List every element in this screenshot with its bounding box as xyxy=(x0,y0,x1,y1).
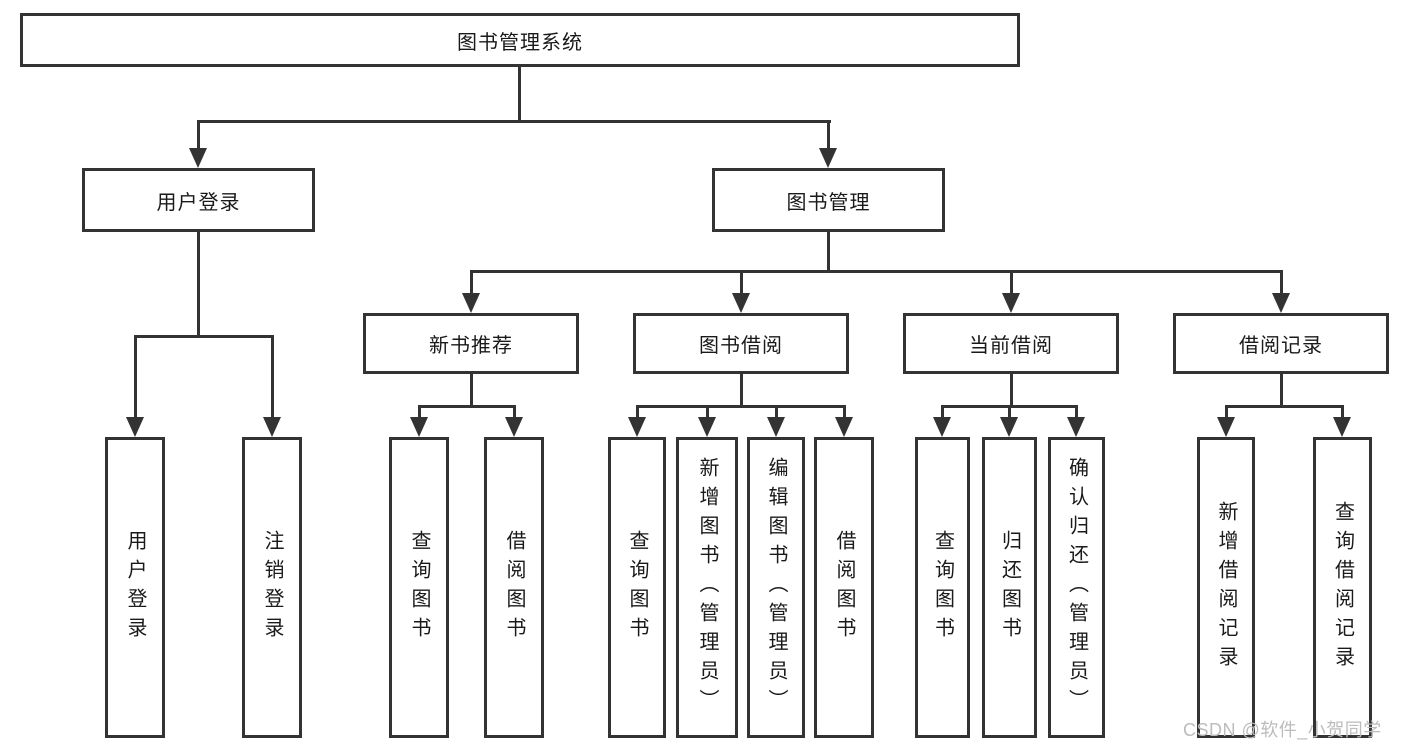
connector-to-leaf-borrow-books-2 xyxy=(843,405,846,417)
connector-root-stem xyxy=(518,67,521,120)
node-current-borrow-label: 当前借阅 xyxy=(969,335,1053,357)
leaf-add-record: 新增借阅记录 xyxy=(1197,437,1255,738)
arrowhead-leaf-query-books-3 xyxy=(933,417,951,437)
connector-to-leaf-return-books xyxy=(1008,405,1011,417)
node-new-book-rec: 新书推荐 xyxy=(363,313,579,374)
connector-to-leaf-logout xyxy=(271,335,274,417)
leaf-edit-books: 编辑图书（管理员） xyxy=(747,437,805,738)
node-book-borrow: 图书借阅 xyxy=(633,313,849,374)
node-root: 图书管理系统 xyxy=(20,13,1020,67)
leaf-query-books-2-label: 查询图书 xyxy=(626,529,648,646)
arrowhead-leaf-borrow-books-1 xyxy=(505,417,523,437)
connector-to-book-borrow xyxy=(740,270,743,293)
node-root-label: 图书管理系统 xyxy=(457,31,583,54)
node-borrow-records: 借阅记录 xyxy=(1173,313,1389,374)
connector-borrow-records-stem xyxy=(1280,374,1283,405)
connector-to-leaf-edit-books xyxy=(775,405,778,417)
leaf-user-login: 用户登录 xyxy=(105,437,165,738)
leaf-borrow-books-1: 借阅图书 xyxy=(484,437,544,738)
leaf-confirm-return: 确认归还（管理员） xyxy=(1048,437,1105,738)
connector-to-new-book-rec xyxy=(470,270,473,293)
arrowhead-user-login xyxy=(189,148,207,168)
leaf-query-record-label: 查询借阅记录 xyxy=(1331,500,1354,675)
connector-to-leaf-query-books-3 xyxy=(941,405,944,417)
arrowhead-leaf-confirm-return xyxy=(1067,417,1085,437)
node-user-login-label: 用户登录 xyxy=(156,191,241,214)
connector-to-user-login xyxy=(197,120,200,150)
node-book-mgmt: 图书管理 xyxy=(712,168,945,232)
arrowhead-leaf-query-record xyxy=(1333,417,1351,437)
arrowhead-leaf-add-books xyxy=(698,417,716,437)
node-new-book-rec-label: 新书推荐 xyxy=(429,335,513,357)
connector-borrow-records-bus xyxy=(1225,405,1343,408)
connector-new-book-rec-bus xyxy=(418,405,516,408)
node-borrow-records-label: 借阅记录 xyxy=(1239,335,1323,357)
leaf-edit-books-label: 编辑图书（管理员） xyxy=(765,457,787,718)
arrowhead-leaf-add-record xyxy=(1217,417,1235,437)
arrowhead-book-mgmt xyxy=(819,148,837,168)
arrowhead-new-book-rec xyxy=(462,293,480,313)
arrowhead-leaf-borrow-books-2 xyxy=(835,417,853,437)
connector-to-leaf-add-record xyxy=(1225,405,1228,417)
connector-to-leaf-confirm-return xyxy=(1075,405,1078,417)
connector-root-bus xyxy=(197,120,831,123)
node-book-borrow-label: 图书借阅 xyxy=(699,335,783,357)
leaf-borrow-books-1-label: 借阅图书 xyxy=(503,529,525,646)
arrowhead-leaf-user-login xyxy=(126,417,144,437)
connector-to-leaf-query-books-2 xyxy=(636,405,639,417)
connector-user-login-bus xyxy=(134,335,274,338)
arrowhead-current-borrow xyxy=(1002,293,1020,313)
connector-current-borrow-stem xyxy=(1010,374,1013,405)
connector-to-leaf-user-login xyxy=(134,335,137,417)
arrowhead-book-borrow xyxy=(732,293,750,313)
leaf-borrow-books-2: 借阅图书 xyxy=(814,437,874,738)
leaf-return-books: 归还图书 xyxy=(982,437,1037,738)
node-user-login: 用户登录 xyxy=(82,168,315,232)
node-book-mgmt-label: 图书管理 xyxy=(786,191,871,214)
connector-book-mgmt-stem xyxy=(827,232,830,270)
csdn-watermark: CSDN @软件_小贺同学 xyxy=(1183,720,1382,740)
connector-book-borrow-bus xyxy=(636,405,845,408)
leaf-borrow-books-2-label: 借阅图书 xyxy=(833,529,855,646)
leaf-query-record: 查询借阅记录 xyxy=(1313,437,1372,738)
leaf-query-books-1: 查询图书 xyxy=(389,437,449,738)
connector-to-book-mgmt xyxy=(827,120,830,150)
arrowhead-borrow-records xyxy=(1272,293,1290,313)
connector-to-borrow-records xyxy=(1280,270,1283,293)
connector-new-book-rec-stem xyxy=(470,374,473,405)
leaf-query-books-3: 查询图书 xyxy=(915,437,970,738)
leaf-add-record-label: 新增借阅记录 xyxy=(1215,500,1237,675)
leaf-confirm-return-label: 确认归还（管理员） xyxy=(1065,457,1088,718)
connector-to-leaf-query-record xyxy=(1341,405,1344,417)
connector-to-leaf-borrow-books-1 xyxy=(513,405,516,417)
leaf-add-books: 新增图书（管理员） xyxy=(676,437,738,738)
arrowhead-leaf-query-books-1 xyxy=(410,417,428,437)
connector-book-borrow-stem xyxy=(740,374,743,405)
leaf-logout-label: 注销登录 xyxy=(261,529,283,646)
connector-to-leaf-add-books xyxy=(706,405,709,417)
leaf-logout: 注销登录 xyxy=(242,437,302,738)
leaf-query-books-1-label: 查询图书 xyxy=(408,529,430,646)
leaf-return-books-label: 归还图书 xyxy=(998,529,1021,646)
leaf-user-login-label: 用户登录 xyxy=(124,529,146,646)
arrowhead-leaf-return-books xyxy=(1000,417,1018,437)
leaf-add-books-label: 新增图书（管理员） xyxy=(696,457,718,718)
connector-to-current-borrow xyxy=(1010,270,1013,293)
node-current-borrow: 当前借阅 xyxy=(903,313,1119,374)
connector-to-leaf-query-books-1 xyxy=(418,405,421,417)
leaf-query-books-2: 查询图书 xyxy=(608,437,666,738)
arrowhead-leaf-edit-books xyxy=(767,417,785,437)
connector-user-login-stem xyxy=(197,232,200,335)
arrowhead-leaf-query-books-2 xyxy=(628,417,646,437)
arrowhead-leaf-logout xyxy=(263,417,281,437)
connector-book-mgmt-bus xyxy=(470,270,1282,273)
leaf-query-books-3-label: 查询图书 xyxy=(931,529,954,646)
